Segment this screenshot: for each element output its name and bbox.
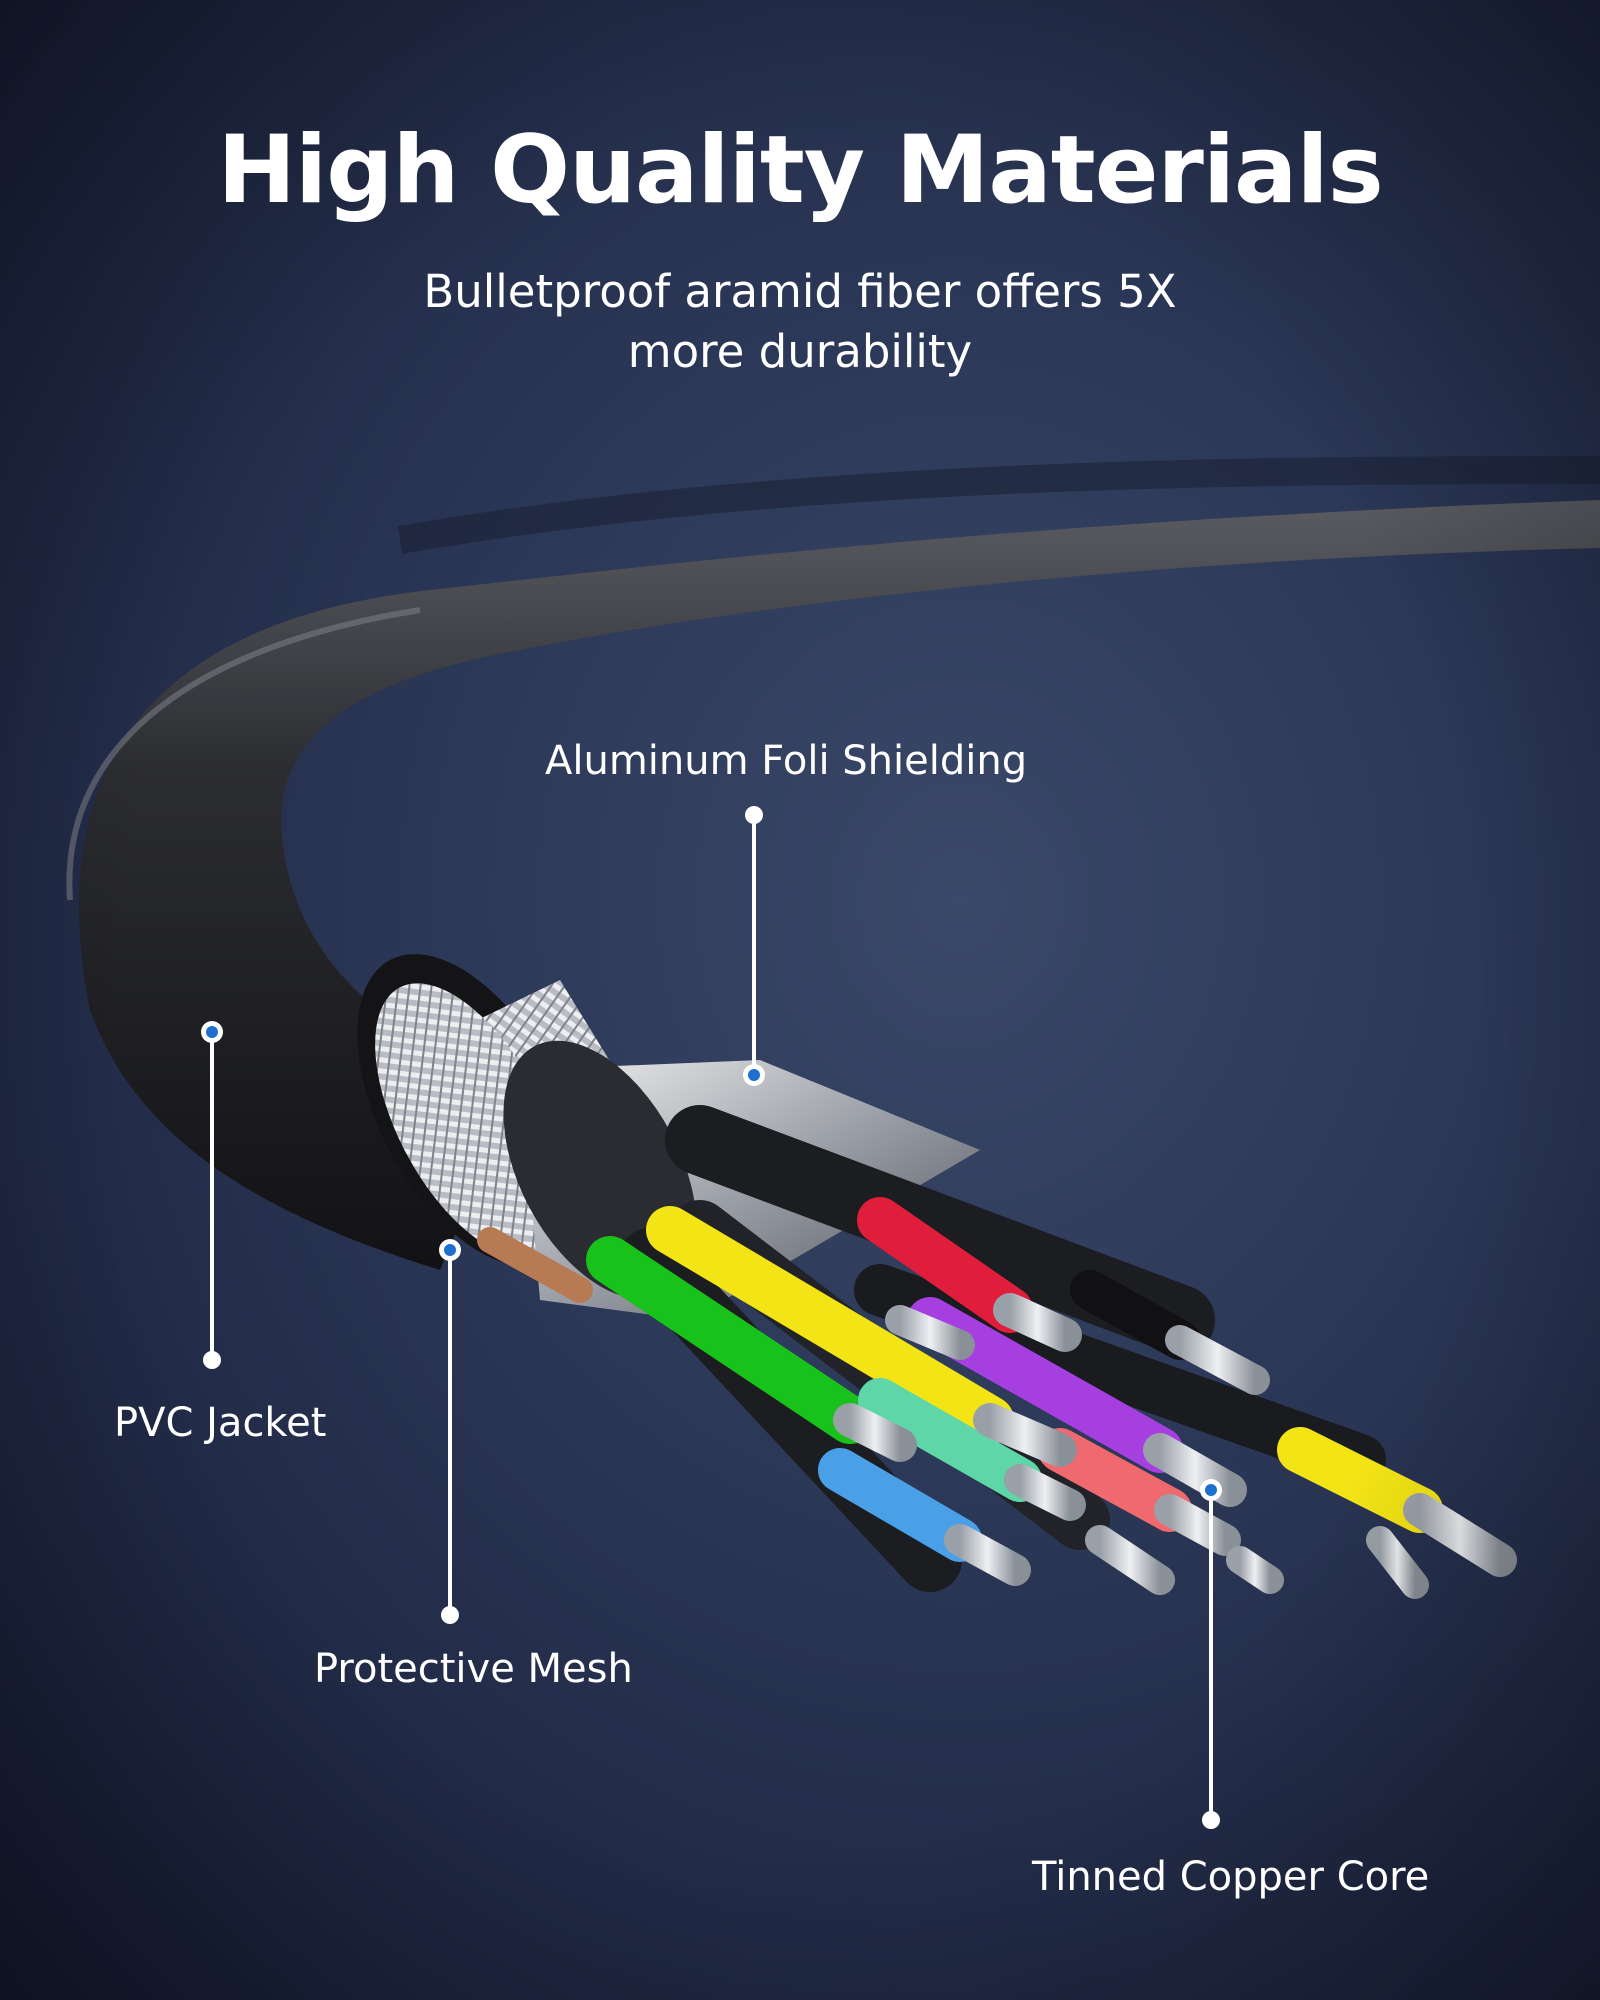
label-pvc-jacket: PVC Jacket: [114, 1400, 327, 1446]
subtitle-line-1: Bulletproof aramid fiber offers 5X: [423, 265, 1177, 318]
label-aluminum-foil-shielding: Aluminum Foli Shielding: [545, 738, 1028, 784]
page-title: High Quality Materials: [217, 116, 1383, 225]
label-tinned-copper-core: Tinned Copper Core: [1032, 1854, 1430, 1900]
callout-pvc-pointer: [201, 1021, 223, 1369]
label-protective-mesh: Protective Mesh: [314, 1646, 633, 1692]
callout-mesh-pointer: [439, 1239, 461, 1624]
subtitle-line-2: more durability: [627, 325, 973, 378]
callout-core-pointer: [1200, 1479, 1222, 1829]
callout-shielding-pointer: [743, 806, 765, 1086]
page-subtitle: Bulletproof aramid fiber offers 5X more …: [400, 262, 1200, 382]
